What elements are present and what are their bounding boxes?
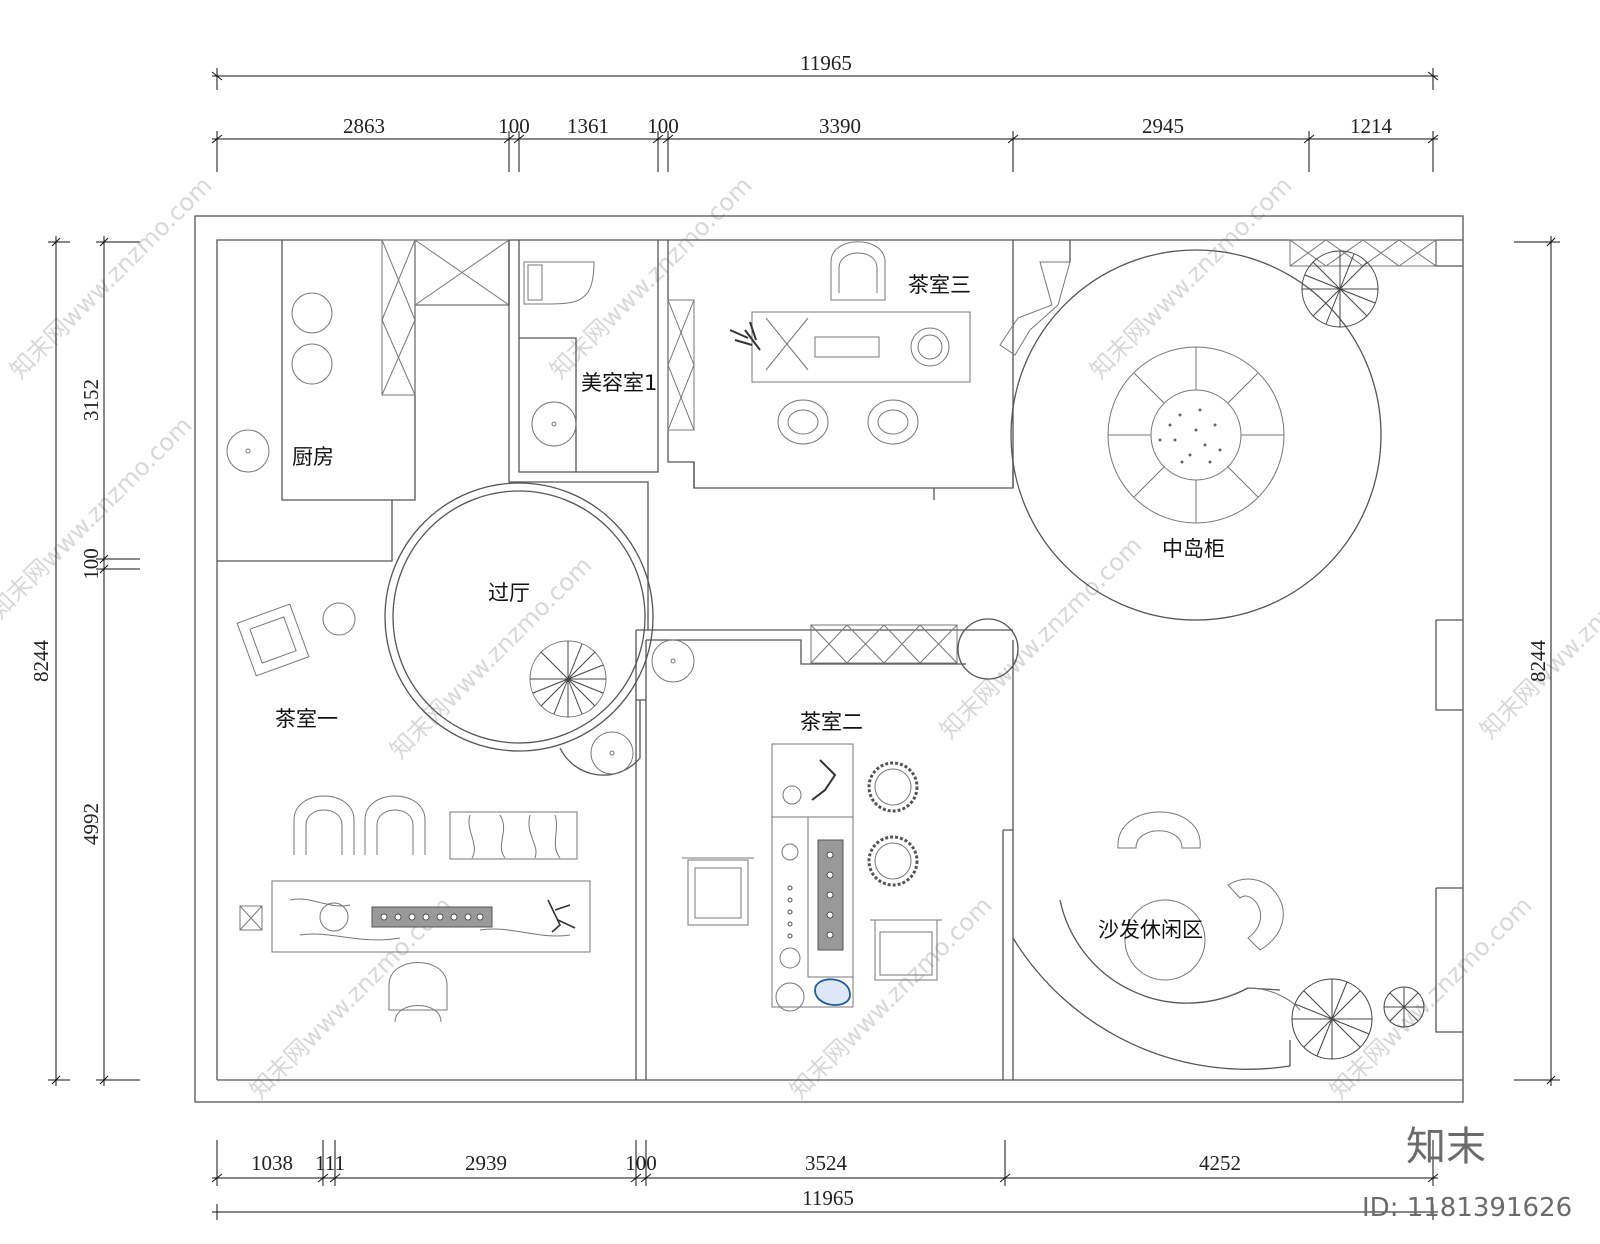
room-label-hall: 过厅 — [488, 581, 530, 605]
island-cabinet — [999, 239, 1437, 621]
top-dimensions: 11965 2863 100 1361 100 3390 2945 1214 — [211, 51, 1439, 172]
brand-id: ID: 1181391626 — [1362, 1193, 1572, 1223]
room-labels: 厨房 美容室1 茶室三 中岛柜 过厅 茶室一 茶室二 沙发休闲区 — [275, 273, 1225, 942]
watermark: 知末网www.znzmo.com — [1474, 531, 1600, 744]
armchair — [364, 795, 426, 855]
dim-top-segment: 100 — [498, 114, 530, 138]
lounge-chair — [1227, 878, 1284, 951]
room-label-tea-room-2: 茶室二 — [800, 710, 863, 734]
dim-top-segment: 2945 — [1142, 114, 1184, 138]
watermark: 知末网www.znzmo.com — [0, 411, 197, 624]
room-label-tea-room-3: 茶室三 — [908, 273, 971, 297]
toilet-icon — [523, 261, 595, 305]
watermark: 知末网www.znzmo.com — [4, 171, 217, 384]
dim-left-segment: 3152 — [79, 379, 103, 421]
armchair — [388, 962, 448, 1011]
tea-room-two-furniture — [651, 639, 942, 1012]
dim-bottom-segment: 4252 — [1199, 1151, 1241, 1175]
dim-top-segment: 3390 — [819, 114, 861, 138]
dim-top-segment: 2863 — [343, 114, 385, 138]
watermark: 知末网www.znzmo.com — [1084, 171, 1297, 384]
watermark: 知末网www.znzmo.com — [1324, 891, 1537, 1104]
watermark: 知末网www.znzmo.com — [784, 891, 997, 1104]
dim-bottom-segment: 100 — [625, 1151, 657, 1175]
dim-bottom-segment: 111 — [315, 1151, 345, 1175]
dim-bottom-segment: 2939 — [465, 1151, 507, 1175]
fan-plant-icon — [1383, 986, 1425, 1028]
tea-room-one-furniture — [236, 602, 591, 1023]
dim-top-segment: 1214 — [1350, 114, 1393, 138]
kitchen-fixtures — [226, 261, 595, 473]
room-label-sofa-area: 沙发休闲区 — [1098, 918, 1203, 942]
room-label-beauty-room: 美容室1 — [581, 371, 657, 395]
dim-bottom-segment: 1038 — [251, 1151, 293, 1175]
tea-room-three-furniture — [729, 241, 971, 445]
dim-left-total: 8244 — [29, 640, 53, 683]
room-label-tea-room-1: 茶室一 — [275, 707, 338, 731]
right-dimensions: 8244 — [1514, 236, 1560, 1086]
armchair — [236, 603, 310, 677]
brand-logo: 知末 — [1406, 1124, 1486, 1170]
fan-plant-icon — [1291, 978, 1373, 1060]
fan-plant-icon — [1301, 250, 1379, 328]
left-dimensions: 8244 3152 100 4992 — [29, 236, 140, 1086]
armchair — [830, 241, 886, 301]
dim-bottom-total: 11965 — [802, 1186, 854, 1210]
decorative-ring — [867, 835, 919, 887]
dim-left-segment: 100 — [79, 548, 103, 580]
armchair — [687, 859, 749, 926]
fan-plant-icon — [530, 641, 606, 717]
dim-top-total: 11965 — [800, 51, 852, 75]
dim-top-segment: 100 — [647, 114, 679, 138]
dim-top-segment: 1361 — [567, 114, 609, 138]
branding: 知末 ID: 1181391626 — [1362, 1124, 1572, 1223]
dim-left-segment: 4992 — [79, 803, 103, 845]
armchair — [293, 795, 355, 855]
plant-icon — [1158, 408, 1222, 464]
watermark: 知末网www.znzmo.com — [934, 531, 1147, 744]
decorative-ring — [867, 761, 919, 813]
exterior-walls — [194, 215, 1464, 1103]
dim-bottom-segment: 3524 — [805, 1151, 848, 1175]
dim-right-total: 8244 — [1526, 640, 1550, 683]
bottom-dimensions: 1038 111 2939 100 3524 4252 11965 — [211, 1140, 1439, 1220]
hall-rotunda — [384, 482, 654, 776]
sofa-area — [1012, 811, 1301, 1070]
room-label-kitchen: 厨房 — [292, 445, 334, 469]
lounge-chair — [1117, 811, 1201, 849]
watermark-layer: 知末网www.znzmo.com 知末网www.znzmo.com 知末网www… — [0, 171, 1600, 1104]
room-label-island: 中岛柜 — [1162, 537, 1225, 561]
